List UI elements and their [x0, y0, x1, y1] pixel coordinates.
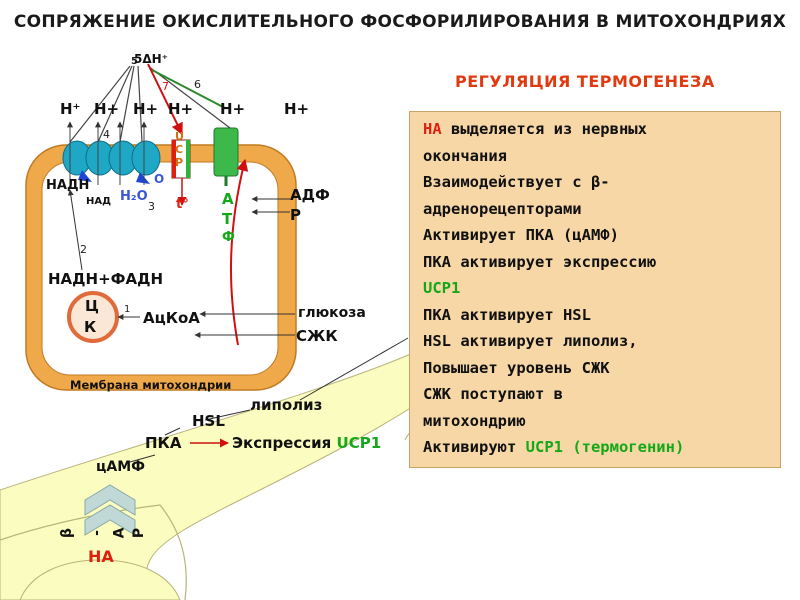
ucp-letter: C	[175, 143, 184, 156]
panel-line: Взаимодействует с β-	[423, 173, 610, 191]
noradrenaline-label: НА	[88, 547, 114, 566]
glucose-label: глюкоза	[298, 305, 366, 321]
receptor-letter: β	[59, 527, 76, 539]
panel-line: UCP1	[423, 279, 460, 297]
beta-receptor	[84, 484, 136, 516]
panel-text: ПКА активирует HSL	[423, 305, 591, 324]
svg-text:3: 3	[148, 200, 155, 213]
section-subtitle: РЕГУЛЯЦИЯ ТЕРМОГЕНЕЗА	[455, 72, 715, 91]
panel-text: UCP1 (термогенин)	[525, 438, 685, 456]
tca-cycle	[67, 291, 119, 343]
panel-text: СЖК поступают в	[423, 385, 563, 403]
heat-label: t°	[176, 197, 189, 212]
h-plus-label: Н⁺	[60, 100, 81, 118]
adp-label: АДФ	[290, 186, 330, 204]
ucp-letter: P	[175, 156, 184, 169]
panel-text: Взаимодействует с β-	[423, 173, 610, 191]
hsl-label: HSL	[192, 412, 225, 430]
receptor-letter: -	[88, 530, 105, 536]
nadh-fadh-label: НАДН+ФАДН	[48, 270, 164, 288]
svg-text:2: 2	[80, 243, 87, 256]
panel-text: HSL активирует липолиз,	[423, 332, 638, 350]
svg-text:4: 4	[103, 128, 110, 141]
panel-text: ПКА активирует экспрессию	[423, 252, 657, 271]
tca-label: Ц	[85, 297, 99, 315]
ucp-letter: U	[175, 130, 184, 143]
h-plus-label: Н+	[284, 100, 310, 118]
expression-label: Экспрессия UCP1	[232, 434, 382, 452]
svg-text:1: 1	[124, 304, 130, 315]
panel-line: Активирует ПКА (цАМФ)	[423, 226, 619, 244]
panel-text: НА	[423, 120, 442, 138]
panel-line: НА выделяется из нервных	[423, 120, 647, 138]
nadh-label: НАДН	[46, 178, 90, 193]
receptor-letter: Р	[131, 527, 148, 539]
oxygen-label: О	[154, 172, 165, 186]
panel-text: адренорецепторами	[423, 199, 582, 218]
mitochondrion-matrix	[41, 161, 279, 376]
atf-letter: А	[222, 190, 234, 208]
membrane-label: Мембрана митохондрии	[70, 378, 232, 392]
nad-label: НАД	[86, 196, 112, 207]
phosphate-label: Р	[290, 206, 301, 224]
panel-text: Повышает уровень СЖК	[423, 358, 610, 377]
panel-line: HSL активирует липолиз,	[423, 332, 638, 350]
h-plus-label: Н+	[133, 100, 159, 118]
panel-text: выделяется из нервных	[441, 120, 647, 138]
h-plus-label: Н+	[168, 100, 194, 118]
atp-synthase	[213, 127, 239, 177]
panel-line: ПКА активирует экспрессию	[423, 253, 656, 271]
acetyl-coa-label: АцКоА	[143, 309, 200, 327]
water-label: Н₂О	[120, 189, 148, 204]
ffa-label: СЖК	[296, 327, 338, 345]
panel-line: адренорецепторами	[423, 200, 582, 218]
h-plus-label: Н+	[220, 100, 246, 118]
panel-line: окончания	[423, 147, 507, 165]
tca-label: К	[84, 318, 97, 336]
camp-label: цАМФ	[96, 459, 146, 475]
panel-line: СЖК поступают в	[423, 385, 563, 403]
panel-text: митохондрию	[423, 411, 526, 430]
panel-text: UCP1	[423, 279, 461, 297]
atf-letter: Т	[222, 210, 233, 228]
step-number: 5	[131, 56, 138, 67]
panel-line: Активируют UCP1 (термогенин)	[423, 438, 684, 456]
delta-h-label: 5ΔН⁺	[134, 52, 169, 66]
lipolysis-label: липолиз	[250, 396, 323, 414]
page-title: СОПРЯЖЕНИЕ ОКИСЛИТЕЛЬНОГО ФОСФОРИЛИРОВАН…	[13, 12, 787, 32]
cell-membrane-line	[0, 504, 187, 600]
panel-line: ПКА активирует HSL	[423, 306, 591, 324]
svg-text:7: 7	[162, 80, 169, 93]
panel-text: Активируют	[423, 438, 526, 456]
svg-text:6: 6	[194, 78, 201, 91]
nerve-ending	[19, 559, 181, 600]
pka-label: ПКА	[145, 434, 182, 452]
h-plus-label: Н+	[94, 100, 120, 118]
panel-text: Активирует ПКА (цАМФ)	[423, 226, 619, 244]
receptor-letter: А	[111, 527, 128, 539]
panel-line: Повышает уровень СЖК	[423, 359, 610, 377]
panel-text: окончания	[423, 146, 507, 165]
panel-line: митохондрию	[423, 412, 526, 430]
atf-letter: Ф	[222, 230, 235, 245]
